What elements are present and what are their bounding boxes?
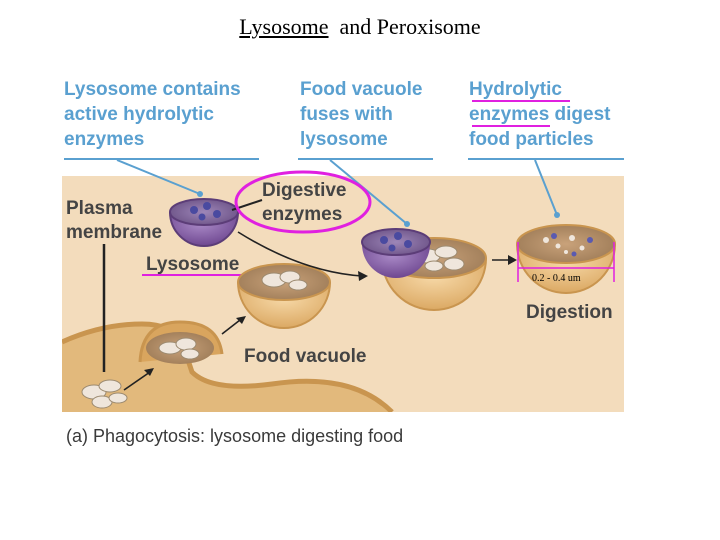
size-label: 0.2 - 0.4 um: [532, 273, 581, 284]
arrow-pocket-to-vacuole: [221, 319, 241, 335]
callout-3-line-2: enzymes digest: [469, 104, 611, 125]
callout-1-line-3: enzymes: [64, 129, 144, 150]
label-food-vacuole: Food vacuole: [244, 346, 366, 367]
callout-3-line-3: food particles: [469, 129, 594, 150]
callout-1-line-1: Lysosome contains: [64, 79, 241, 100]
pointer-dot-3: [554, 212, 560, 218]
label-digestive: Digestive: [262, 180, 346, 201]
pointer-dot-1: [197, 191, 203, 197]
title-rest: and Peroxisome: [339, 14, 481, 39]
phagocytosis-figure: Lysosome contains active hydrolytic enzy…: [62, 72, 624, 412]
callout-2-line-3: lysosome: [300, 129, 388, 150]
figure-svg: Lysosome contains active hydrolytic enzy…: [62, 79, 624, 412]
pointer-line-1: [116, 159, 201, 195]
arrow-lysosome-head: [358, 271, 368, 281]
pointer-line-2: [329, 159, 408, 225]
label-plasma: Plasma: [66, 198, 133, 219]
callout-2-line-1: Food vacuole: [300, 79, 422, 100]
title-lysosome: Lysosome: [239, 14, 329, 39]
callout-2-line-2: fuses with: [300, 104, 393, 125]
highlight-ellipse: [234, 170, 372, 234]
food-vacuole-organelle: [237, 263, 331, 329]
arrow-pocket-head: [236, 316, 246, 324]
callout-3-line-1: Hydrolytic: [469, 79, 562, 100]
phagocytic-pocket: [138, 320, 224, 364]
slide-title: Lysosome and Peroxisome: [0, 14, 720, 40]
arrow-food-in: [123, 371, 151, 391]
figure-caption: (a) Phagocytosis: lysosome digesting foo…: [66, 426, 404, 446]
pointer-line-3: [534, 159, 558, 216]
arrow-food-in-head: [144, 368, 154, 376]
callout-1-line-2: active hydrolytic: [64, 104, 214, 125]
label-membrane: membrane: [66, 222, 162, 243]
label-digestion: Digestion: [526, 302, 613, 323]
arrow-lysosome-path: [237, 231, 363, 277]
pointer-dot-2: [404, 221, 410, 227]
label-enzymes: enzymes: [262, 204, 342, 225]
arrow-digestion-head: [508, 255, 517, 265]
plasma-membrane-line: [62, 321, 394, 412]
label-lysosome: Lysosome: [146, 254, 239, 275]
fusing-lysosome: [361, 228, 431, 278]
lysosome-organelle: [169, 198, 239, 247]
food-particles-outside: [81, 379, 128, 409]
